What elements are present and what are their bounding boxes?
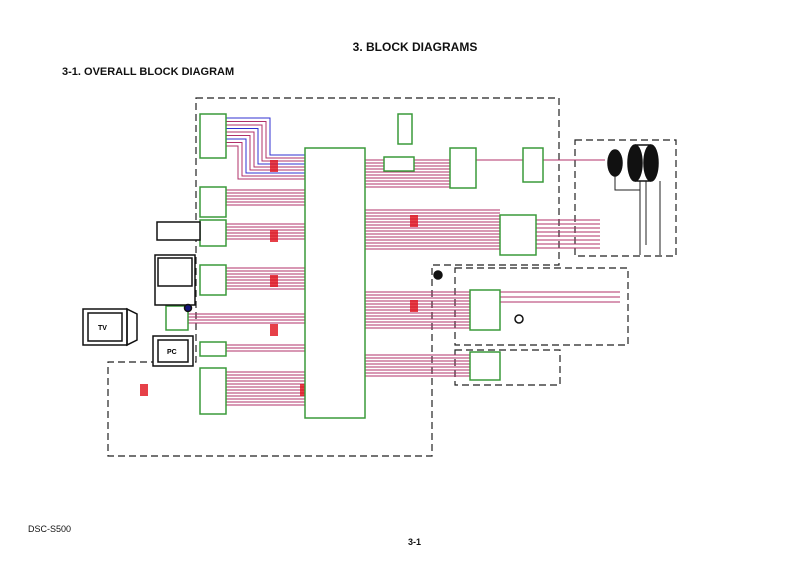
ic-block bbox=[199, 341, 227, 357]
pc-label: PC bbox=[167, 349, 177, 356]
section-title: 3-1. OVERALL BLOCK DIAGRAM bbox=[62, 66, 235, 78]
signal-label-marker bbox=[270, 230, 278, 242]
signal-label-marker bbox=[270, 160, 278, 172]
bus-line bbox=[226, 142, 305, 177]
buzzer bbox=[183, 303, 193, 313]
lens-wiring bbox=[614, 176, 661, 255]
ic-block bbox=[397, 113, 413, 145]
ic-block bbox=[449, 147, 477, 189]
ic-block bbox=[199, 264, 227, 296]
signal-label-marker bbox=[410, 300, 418, 312]
ic-block bbox=[469, 351, 501, 381]
bus-line bbox=[226, 121, 305, 159]
ic-block bbox=[165, 305, 189, 331]
signal-label-marker bbox=[410, 215, 418, 227]
page-number: 3-1 bbox=[408, 537, 422, 547]
flash-block-boundary bbox=[454, 267, 629, 346]
lcd-block-boundary bbox=[454, 349, 561, 386]
ic-block bbox=[199, 367, 227, 415]
ic-block bbox=[383, 156, 415, 172]
bus-line bbox=[226, 138, 305, 174]
signal-label-marker bbox=[270, 275, 278, 287]
flash-tube bbox=[433, 270, 443, 280]
bus-line bbox=[226, 145, 305, 180]
lens-block-boundary bbox=[574, 139, 677, 257]
signal-label-marker bbox=[270, 324, 278, 336]
ic-block bbox=[499, 214, 537, 256]
bus-line bbox=[226, 128, 305, 165]
ic-block bbox=[522, 147, 544, 183]
ic-block bbox=[199, 113, 227, 159]
ic-block bbox=[199, 219, 227, 247]
lens-element-1 bbox=[607, 149, 623, 177]
ic-block bbox=[304, 147, 366, 419]
signal-label-marker bbox=[300, 384, 308, 396]
ic-block bbox=[469, 289, 501, 331]
signal-label-marker bbox=[140, 384, 148, 396]
bus-line bbox=[226, 124, 305, 162]
lens-element-3 bbox=[643, 144, 659, 182]
memory-stick bbox=[156, 221, 201, 241]
tv-label: TV bbox=[98, 325, 107, 332]
page-title: 3. BLOCK DIAGRAMS bbox=[352, 40, 478, 54]
model-number: DSC-S500 bbox=[28, 524, 72, 534]
speaker bbox=[514, 314, 524, 324]
ic-block bbox=[199, 186, 227, 218]
bus-line bbox=[226, 117, 305, 156]
bus-line bbox=[226, 131, 305, 168]
lens-element-2 bbox=[627, 144, 643, 182]
